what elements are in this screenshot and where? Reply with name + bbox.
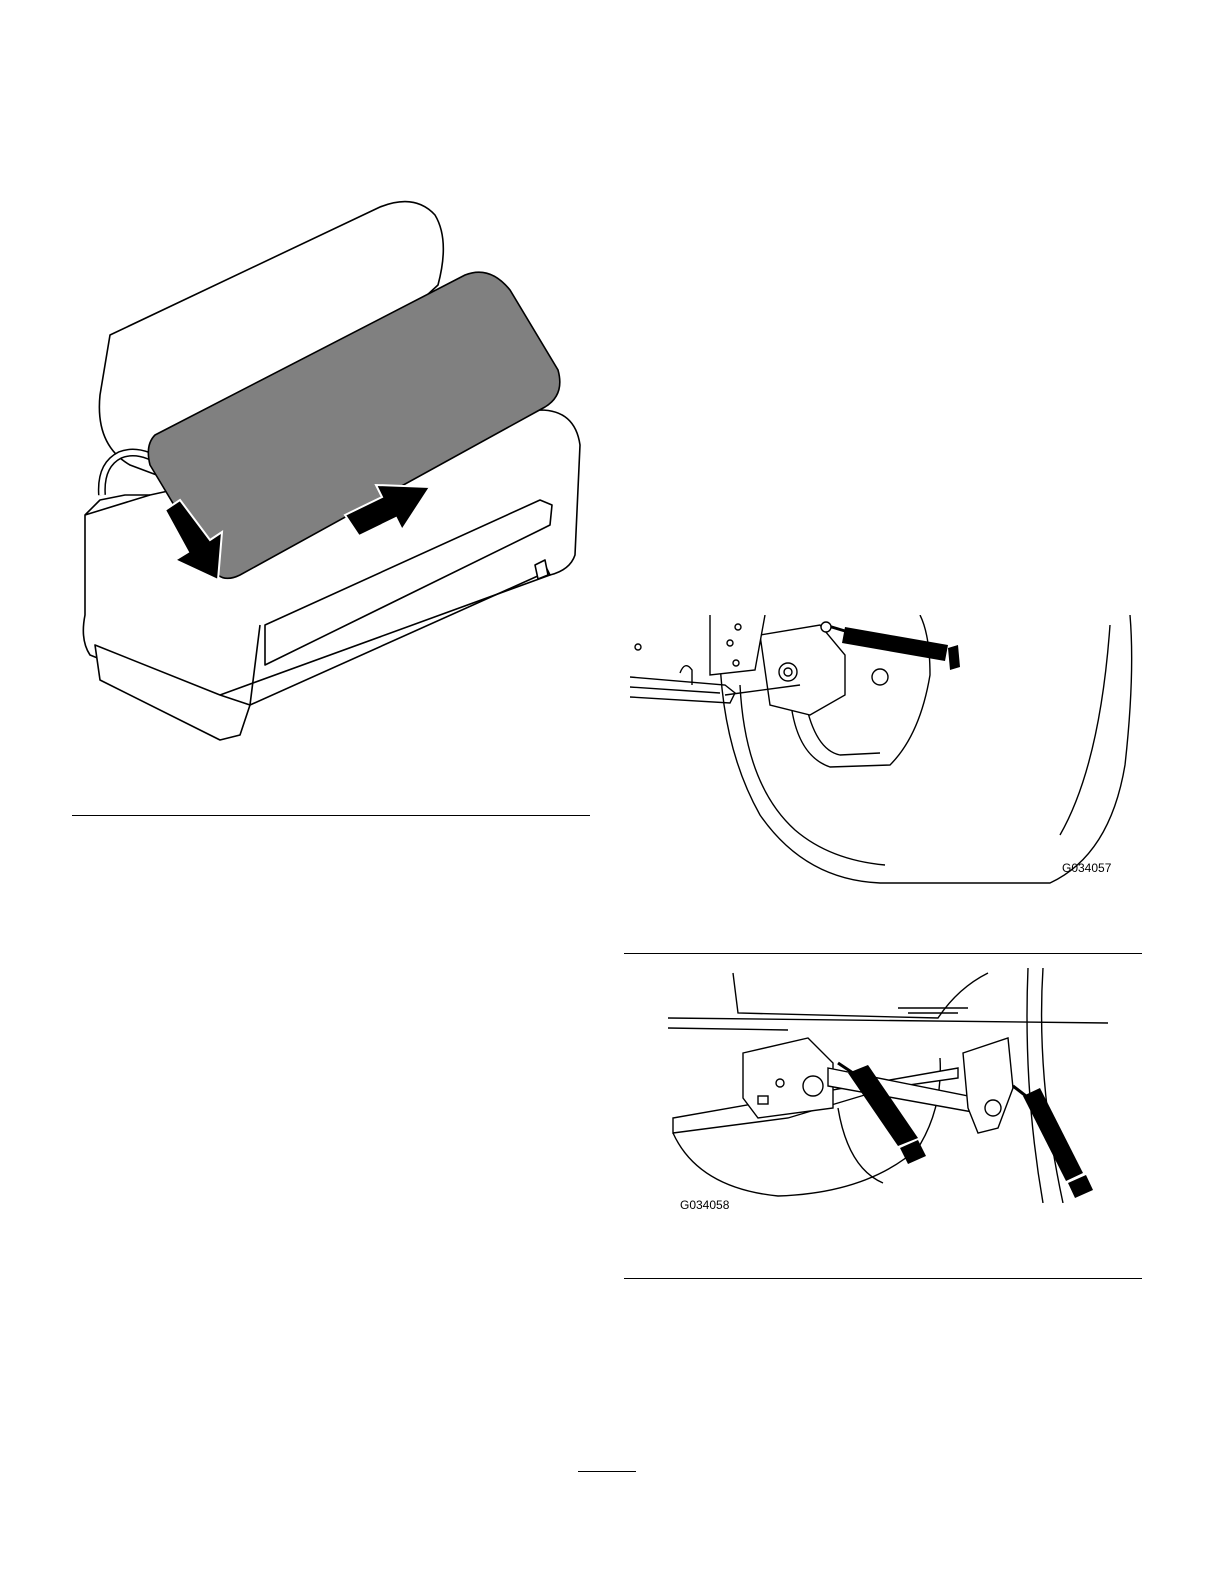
grease-gun-icon (1013, 1086, 1093, 1198)
axle-drawing (668, 968, 1118, 1203)
footer-rule (578, 1471, 636, 1472)
figure-divider (624, 1278, 1142, 1279)
figure-code-wheel: G034057 (1062, 861, 1111, 875)
seat-illustration (70, 195, 600, 755)
wheel-drawing (630, 615, 1140, 890)
figure-code-axle: G034058 (680, 1198, 729, 1212)
axle-grease-illustration (668, 968, 1118, 1203)
figure-divider (72, 815, 590, 816)
seat-drawing (70, 195, 600, 755)
wheel-grease-illustration (630, 615, 1140, 890)
figure-divider (624, 953, 1142, 954)
